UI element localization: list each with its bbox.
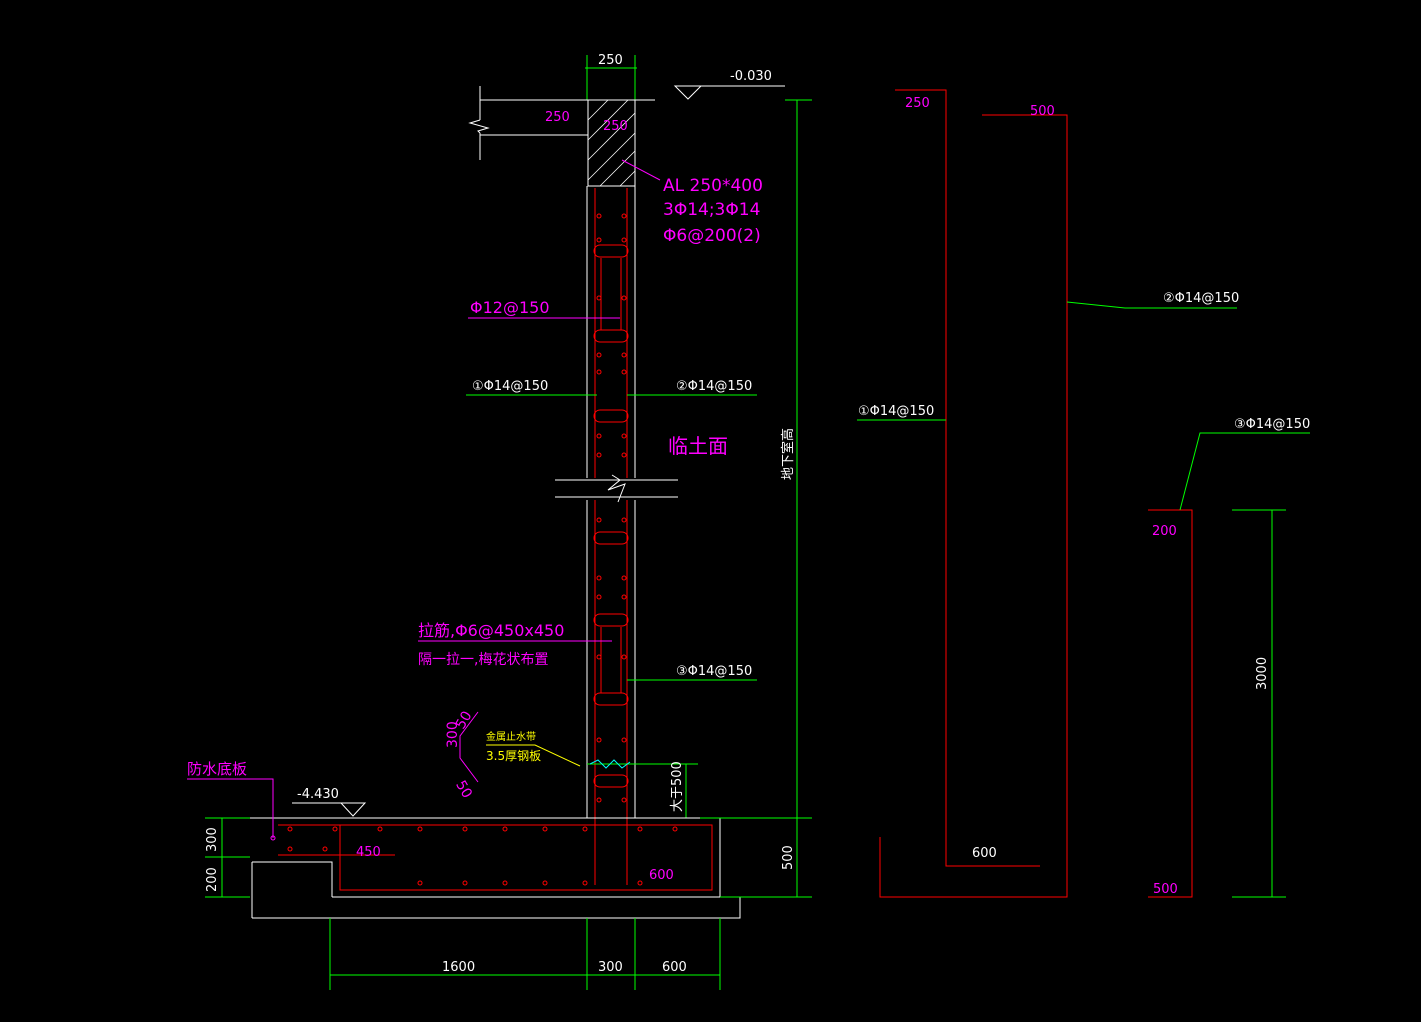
- horizontal-bar-label: Φ12@150: [470, 298, 550, 317]
- beam-stirrup: Φ6@200(2): [663, 226, 761, 246]
- waterstop-dim-mid: 300: [445, 721, 461, 748]
- top-elevation-marker: -0.030: [673, 69, 785, 100]
- bottom-dims: 1600 300 600: [329, 918, 721, 990]
- bar3-label: ③Φ14@150: [1234, 417, 1310, 432]
- bottom-elevation-marker: -4.430: [292, 787, 367, 817]
- tie-bar-note: 隔一拉一,梅花状布置: [418, 652, 548, 668]
- bar2-label: ②Φ14@150: [1163, 291, 1239, 306]
- waterproof-callout: 防水底板: [187, 760, 276, 841]
- beam-label: AL 250*400: [663, 176, 763, 196]
- bar3-right-label: ③Φ14@150: [676, 664, 752, 679]
- wall-height-dim: 地下室高 500: [700, 99, 812, 898]
- beam-rebar: 3Φ14;3Φ14: [663, 200, 760, 220]
- footing-dim-300: 300: [205, 827, 220, 852]
- waterstop-detail: 50 300 50 金属止水带 3.5厚钢板 大于500: [445, 709, 698, 818]
- tie-bar-callout: 拉筋,Φ6@450x450 隔一拉一,梅花状布置: [418, 621, 612, 668]
- bar3-leader: ③Φ14@150: [627, 664, 757, 681]
- tie-bar-label: 拉筋,Φ6@450x450: [418, 621, 564, 640]
- waterstop-dim-top: 50: [453, 709, 476, 732]
- footing-dim-600-inner: 600: [649, 868, 674, 883]
- top-elevation: -0.030: [730, 69, 772, 84]
- bar3-top: 200: [1152, 524, 1177, 539]
- bottom-elevation: -4.430: [297, 787, 339, 802]
- beam-width: 250: [603, 119, 628, 134]
- waterstop-height: 大于500: [670, 761, 685, 812]
- bar2-shape: 500 ②Φ14@150: [879, 104, 1239, 898]
- footing: [248, 817, 741, 919]
- bar1-top: 250: [905, 96, 930, 111]
- footing-rebar: 450 600: [278, 824, 713, 891]
- top-dimension: 250: [585, 53, 637, 100]
- footing-dim-450: 450: [356, 845, 381, 860]
- footing-height: 500: [781, 845, 796, 870]
- top-beam: 250: [587, 99, 636, 187]
- bar2-right-label: ②Φ14@150: [676, 379, 752, 394]
- left-footing-dims: 300 200: [205, 817, 250, 898]
- retaining-wall: [555, 186, 678, 818]
- bar1-bottom: 600: [972, 846, 997, 861]
- bar1-shape: 250 ①Φ14@150 600: [857, 89, 1040, 867]
- top-slab: 250: [468, 86, 655, 160]
- bottom-dim-300: 300: [598, 960, 623, 975]
- beam-callout: AL 250*400 3Φ14;3Φ14 Φ6@200(2): [621, 159, 763, 246]
- bar2-top: 500: [1030, 104, 1055, 119]
- slab-thickness: 250: [545, 110, 570, 125]
- bar3-height: 3000: [1255, 657, 1270, 690]
- bottom-dim-1600: 1600: [442, 960, 475, 975]
- bar3-bottom: 500: [1153, 882, 1178, 897]
- earth-face-label: 临土面: [668, 434, 728, 458]
- bar2-leader: ②Φ14@150: [627, 379, 757, 396]
- wall-height-label: 地下室高: [780, 428, 796, 480]
- bar3-shape: ③Φ14@150 200 500 3000: [1148, 417, 1310, 898]
- wall-rebar: [593, 188, 629, 885]
- top-wall-width: 250: [598, 53, 623, 68]
- waterstop-dim-bot: 50: [452, 778, 475, 801]
- waterstop-material: 金属止水带: [486, 730, 536, 743]
- bar1-leader: ①Φ14@150: [466, 379, 597, 396]
- bar1-label: ①Φ14@150: [858, 404, 934, 419]
- horizontal-bar-callout: Φ12@150: [468, 298, 620, 319]
- bottom-dim-600: 600: [662, 960, 687, 975]
- bar1-left-label: ①Φ14@150: [472, 379, 548, 394]
- waterstop-plate: 3.5厚钢板: [486, 749, 541, 763]
- footing-dim-200: 200: [205, 867, 220, 892]
- waterproof-label: 防水底板: [187, 760, 247, 778]
